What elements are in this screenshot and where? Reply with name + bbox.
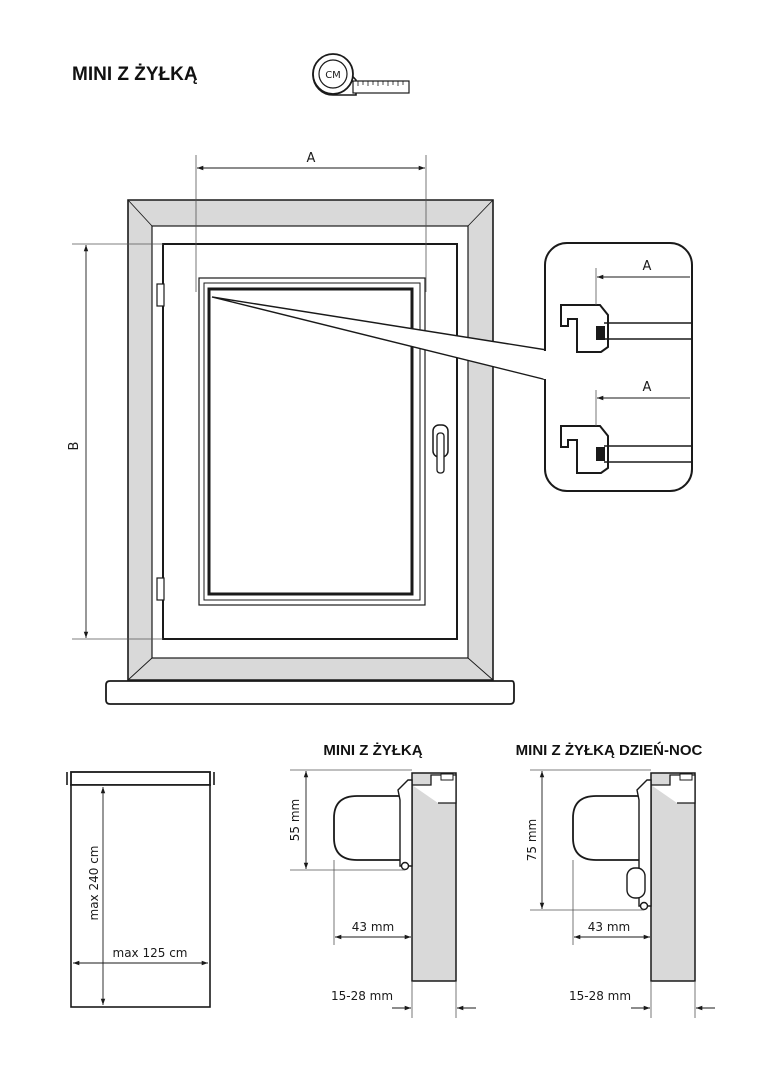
profile-day-night-title: MINI Z ŻYŁKĄ DZIEŃ-NOC — [516, 742, 703, 759]
detail-callout: A A — [543, 242, 693, 492]
max-width-label: max 125 cm — [113, 946, 188, 960]
profile-standard-bead: 15-28 mm — [331, 989, 393, 1003]
page-title: MINI Z ŻYŁKĄ — [72, 64, 198, 85]
window-glass — [207, 287, 414, 596]
callout-label-bottom: A — [643, 380, 652, 395]
profile-day-night-bead: 15-28 mm — [569, 989, 631, 1003]
profile-day-night-depth: 43 mm — [588, 920, 630, 934]
dimension-b-label: B — [67, 442, 82, 451]
dimension-b: B — [67, 243, 163, 640]
max-height-label: max 240 cm — [87, 846, 101, 921]
window-handle-icon — [432, 424, 449, 474]
profile-standard-title: MINI Z ŻYŁKĄ — [323, 742, 422, 759]
measuring-tape-icon: CM — [312, 53, 410, 96]
blind-cassette — [70, 771, 211, 786]
profile-standard-height: 55 mm — [288, 799, 302, 841]
window-illustration — [105, 199, 515, 705]
dimension-a-label: A — [307, 151, 316, 166]
dimension-a: A — [195, 151, 427, 292]
profile-day-night: MINI Z ŻYŁKĄ DZIEŃ-NOC 75 mm 43 mm 15-28… — [516, 742, 715, 1018]
callout-label-top: A — [643, 259, 652, 274]
window-sill — [105, 680, 515, 705]
blind-fabric — [70, 784, 211, 1008]
profile-day-night-height: 75 mm — [525, 819, 539, 861]
profile-standard: MINI Z ŻYŁKĄ 55 mm 43 mm 15-28 mm — [288, 742, 476, 1018]
tape-label: CM — [325, 70, 341, 81]
hinge-icon — [156, 577, 165, 601]
size-limits-diagram: max 240 cm max 125 cm — [66, 771, 215, 1008]
hinge-icon — [156, 283, 165, 307]
profile-standard-depth: 43 mm — [352, 920, 394, 934]
